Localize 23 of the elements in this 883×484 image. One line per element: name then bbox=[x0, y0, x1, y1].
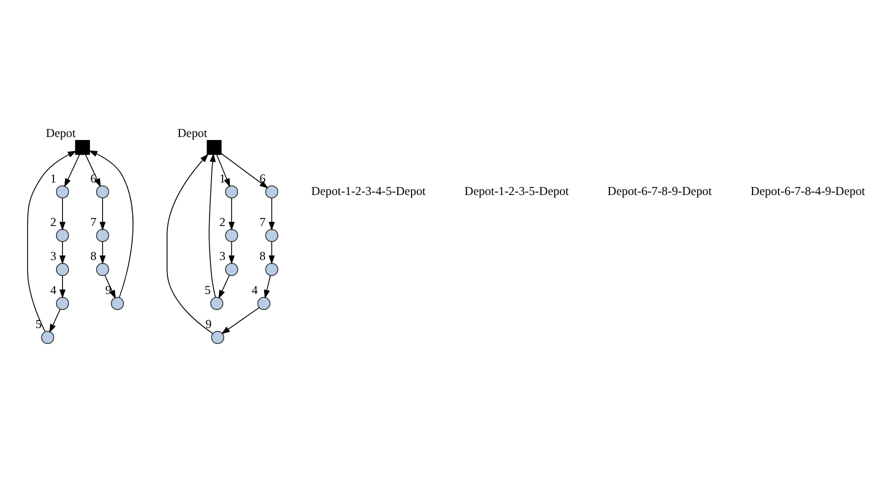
node-label: 7 bbox=[90, 215, 96, 230]
node-label: 4 bbox=[50, 283, 56, 298]
node-label: Depot bbox=[177, 126, 208, 140]
node-label: 9 bbox=[105, 283, 112, 298]
node-label: 9 bbox=[205, 317, 212, 332]
node-label: 4 bbox=[252, 283, 258, 298]
node-label: 6 bbox=[260, 171, 266, 186]
node-label: 2 bbox=[219, 215, 226, 230]
node-label: 2 bbox=[50, 215, 56, 230]
node-label: 7 bbox=[260, 215, 266, 230]
node-label: Depot bbox=[46, 126, 76, 140]
node-label: 3 bbox=[219, 249, 226, 264]
node-label: 8 bbox=[260, 249, 266, 264]
node-label: 8 bbox=[90, 249, 96, 264]
label: Depot-6-7-8-9-Depot bbox=[608, 184, 712, 198]
node-label: 1 bbox=[219, 171, 226, 186]
node-label: 5 bbox=[35, 317, 42, 332]
label: Depot-1-2-3-5-Depot bbox=[464, 184, 569, 198]
node-label: 1 bbox=[50, 171, 56, 186]
label: Depot-1-2-3-4-5-Depot bbox=[311, 184, 426, 198]
node-label: 3 bbox=[50, 249, 56, 264]
node-label: 5 bbox=[204, 283, 211, 298]
label: Depot-6-7-8-4-9-Depot bbox=[750, 184, 866, 198]
